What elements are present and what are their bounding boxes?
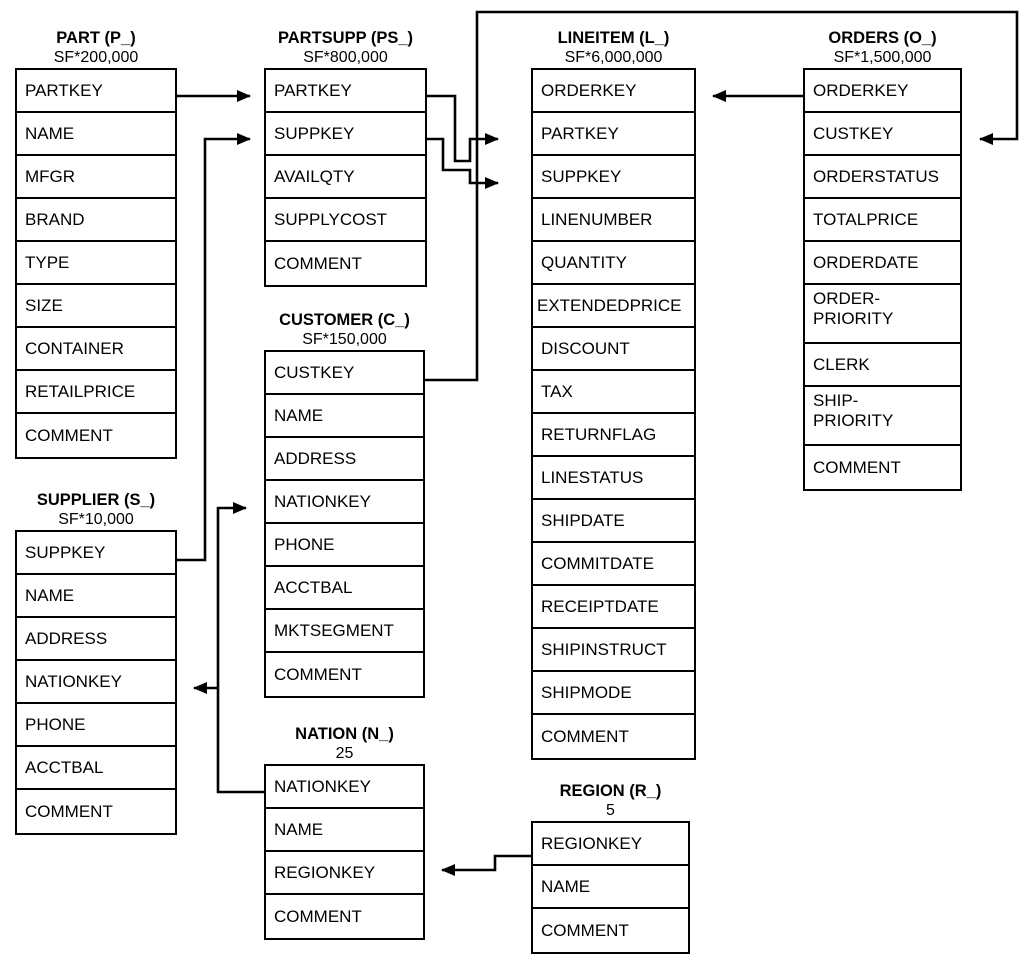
table-part: PART (P_) SF*200,000 PARTKEY NAME MFGR B… [15, 28, 177, 459]
field-partsupp-suppkey[interactable]: SUPPKEY [266, 113, 425, 156]
table-lineitem-title: LINEITEM (L_) [557, 29, 670, 47]
table-customer-box: CUSTKEY NAME ADDRESS NATIONKEY PHONE ACC… [264, 350, 425, 698]
table-supplier-box: SUPPKEY NAME ADDRESS NATIONKEY PHONE ACC… [15, 530, 177, 835]
field-orders-comment[interactable]: COMMENT [813, 457, 901, 477]
field-partsupp-availqty[interactable]: AVAILQTY [266, 156, 425, 199]
field-nation-nationkey[interactable]: NATIONKEY [266, 766, 423, 809]
field-lineitem-discount[interactable]: DISCOUNT [533, 328, 694, 371]
field-lineitem-partkey[interactable]: PARTKEY [533, 113, 694, 156]
field-supplier-comment[interactable]: COMMENT [25, 801, 113, 821]
table-supplier: SUPPLIER (S_) SF*10,000 SUPPKEY NAME ADD… [15, 490, 177, 835]
wire-nation-to-customer [216, 502, 264, 794]
field-supplier-address[interactable]: ADDRESS [17, 618, 175, 661]
table-nation-box: NATIONKEY NAME REGIONKEY COMMENT [264, 764, 425, 940]
field-nation-name[interactable]: NAME [266, 809, 423, 852]
field-orders-orderdate[interactable]: ORDERDATE [805, 242, 960, 285]
field-part-size[interactable]: SIZE [17, 285, 175, 328]
field-orders-clerk[interactable]: CLERK [805, 344, 960, 387]
wire-supplier-to-partsupp [177, 133, 251, 562]
field-supplier-name[interactable]: NAME [17, 575, 175, 618]
field-part-mfgr[interactable]: MFGR [17, 156, 175, 199]
field-customer-custkey[interactable]: CUSTKEY [266, 352, 423, 395]
table-region: REGION (R_) 5 REGIONKEY NAME COMMENT [531, 781, 690, 954]
table-part-title: PART (P_) [56, 29, 136, 47]
field-lineitem-shipdate[interactable]: SHIPDATE [533, 500, 694, 543]
wire-region-to-nation [441, 854, 531, 876]
table-customer: CUSTOMER (C_) SF*150,000 CUSTKEY NAME AD… [264, 310, 425, 698]
table-supplier-title: SUPPLIER (S_) [36, 491, 156, 509]
field-partsupp-comment[interactable]: COMMENT [274, 253, 362, 273]
table-customer-title: CUSTOMER (C_) [279, 311, 410, 329]
field-lineitem-receiptdate[interactable]: RECEIPTDATE [533, 586, 694, 629]
table-orders-cardinality: SF*1,500,000 [833, 49, 932, 66]
field-lineitem-linestatus[interactable]: LINESTATUS [533, 457, 694, 500]
field-customer-phone[interactable]: PHONE [266, 524, 423, 567]
table-supplier-cardinality: SF*10,000 [58, 511, 134, 528]
field-lineitem-returnflag[interactable]: RETURNFLAG [533, 414, 694, 457]
field-region-regionkey[interactable]: REGIONKEY [533, 823, 688, 866]
table-customer-cardinality: SF*150,000 [302, 331, 387, 348]
field-customer-acctbal[interactable]: ACCTBAL [266, 567, 423, 610]
field-customer-mktsegment[interactable]: MKTSEGMENT [266, 610, 423, 653]
table-nation: NATION (N_) 25 NATIONKEY NAME REGIONKEY … [264, 724, 425, 940]
field-part-container[interactable]: CONTAINER [17, 328, 175, 371]
field-lineitem-shipmode[interactable]: SHIPMODE [533, 672, 694, 715]
field-supplier-suppkey[interactable]: SUPPKEY [17, 532, 175, 575]
field-lineitem-linenumber[interactable]: LINENUMBER [533, 199, 694, 242]
table-part-box: PARTKEY NAME MFGR BRAND TYPE SIZE CONTAI… [15, 68, 177, 459]
field-nation-regionkey[interactable]: REGIONKEY [266, 852, 423, 895]
table-nation-cardinality: 25 [335, 745, 354, 762]
table-partsupp-title: PARTSUPP (PS_) [277, 29, 414, 47]
field-customer-comment[interactable]: COMMENT [274, 664, 362, 684]
field-part-partkey[interactable]: PARTKEY [17, 70, 175, 113]
field-supplier-nationkey[interactable]: NATIONKEY [17, 661, 175, 704]
field-part-brand[interactable]: BRAND [17, 199, 175, 242]
field-customer-nationkey[interactable]: NATIONKEY [266, 481, 423, 524]
field-nation-comment[interactable]: COMMENT [274, 906, 362, 926]
field-lineitem-tax[interactable]: TAX [533, 371, 694, 414]
field-part-name[interactable]: NAME [17, 113, 175, 156]
table-region-cardinality: 5 [606, 802, 615, 819]
table-lineitem: LINEITEM (L_) SF*6,000,000 ORDERKEY PART… [531, 28, 696, 760]
field-orders-shippriority[interactable]: SHIP- PRIORITY [805, 387, 960, 446]
field-lineitem-extendedprice[interactable]: EXTENDEDPRICE [533, 285, 694, 328]
field-orders-orderstatus[interactable]: ORDERSTATUS [805, 156, 960, 199]
table-partsupp: PARTSUPP (PS_) SF*800,000 PARTKEY SUPPKE… [264, 28, 427, 287]
table-lineitem-box: ORDERKEY PARTKEY SUPPKEY LINENUMBER QUAN… [531, 68, 696, 760]
table-nation-title: NATION (N_) [295, 725, 394, 743]
field-orders-orderkey[interactable]: ORDERKEY [805, 70, 960, 113]
field-part-comment[interactable]: COMMENT [25, 425, 113, 445]
field-part-type[interactable]: TYPE [17, 242, 175, 285]
field-partsupp-partkey[interactable]: PARTKEY [266, 70, 425, 113]
field-region-name[interactable]: NAME [533, 866, 688, 909]
field-lineitem-quantity[interactable]: QUANTITY [533, 242, 694, 285]
field-part-retailprice[interactable]: RETAILPRICE [17, 371, 175, 414]
field-orders-custkey[interactable]: CUSTKEY [805, 113, 960, 156]
field-lineitem-comment[interactable]: COMMENT [541, 726, 629, 746]
table-lineitem-cardinality: SF*6,000,000 [564, 49, 663, 66]
table-partsupp-cardinality: SF*800,000 [303, 49, 388, 66]
table-region-box: REGIONKEY NAME COMMENT [531, 821, 690, 954]
field-lineitem-commitdate[interactable]: COMMITDATE [533, 543, 694, 586]
table-orders-title: ORDERS (O_) [828, 29, 937, 47]
table-part-cardinality: SF*200,000 [53, 49, 139, 66]
table-orders: ORDERS (O_) SF*1,500,000 ORDERKEY CUSTKE… [803, 28, 962, 491]
field-region-comment[interactable]: COMMENT [541, 920, 629, 940]
field-lineitem-suppkey[interactable]: SUPPKEY [533, 156, 694, 199]
table-orders-box: ORDERKEY CUSTKEY ORDERSTATUS TOTALPRICE … [803, 68, 962, 491]
table-region-title: REGION (R_) [559, 782, 662, 800]
table-partsupp-box: PARTKEY SUPPKEY AVAILQTY SUPPLYCOST COMM… [264, 68, 427, 287]
wire-partsupp-suppkey-to-lineitem [427, 137, 499, 189]
field-customer-address[interactable]: ADDRESS [266, 438, 423, 481]
field-orders-totalprice[interactable]: TOTALPRICE [805, 199, 960, 242]
field-supplier-phone[interactable]: PHONE [17, 704, 175, 747]
field-lineitem-shipinstruct[interactable]: SHIPINSTRUCT [533, 629, 694, 672]
field-customer-name[interactable]: NAME [266, 395, 423, 438]
field-partsupp-supplycost[interactable]: SUPPLYCOST [266, 199, 425, 242]
field-lineitem-orderkey[interactable]: ORDERKEY [533, 70, 694, 113]
field-orders-orderpriority[interactable]: ORDER- PRIORITY [805, 285, 960, 344]
wire-partsupp-partkey-to-lineitem [427, 94, 499, 163]
field-supplier-acctbal[interactable]: ACCTBAL [17, 747, 175, 790]
